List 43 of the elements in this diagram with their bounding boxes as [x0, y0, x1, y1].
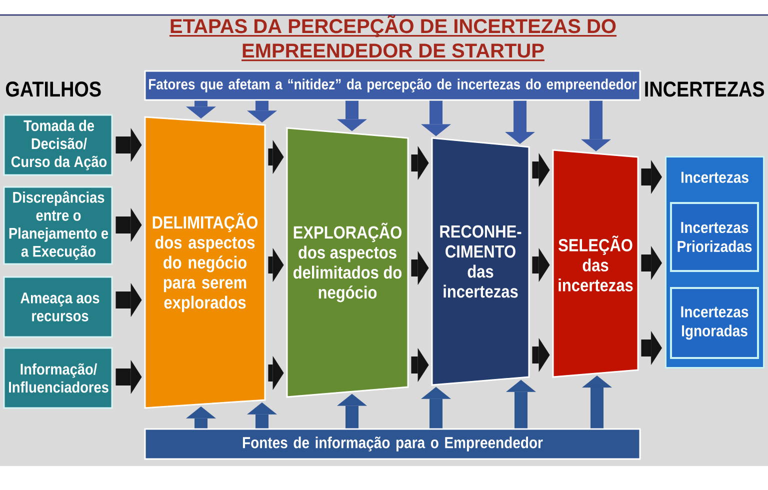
block-arrow	[247, 100, 277, 123]
block-arrow	[421, 386, 451, 428]
block-arrow	[268, 248, 284, 282]
block-arrow	[116, 283, 142, 317]
stage-block: SELEÇÃO das incertezas	[552, 149, 639, 378]
block-arrow	[641, 246, 662, 280]
block-arrow	[186, 100, 216, 119]
block-arrow	[186, 406, 216, 428]
stage-block: DELIMITAÇÃO dos aspectos do negócio para serem explorados	[144, 116, 266, 409]
block-arrow	[268, 356, 284, 390]
block-arrow	[532, 248, 550, 282]
trigger-box: Discrepâncias entre o Planejamento e a Execução	[3, 186, 113, 265]
title: ETAPAS DA PERCEPÇÃO DE INCERTEZAS DO EMPREENDEDOR DE STARTUP	[169, 15, 617, 62]
block-arrow	[505, 100, 535, 144]
block-arrow	[581, 100, 611, 152]
block-arrow	[116, 208, 142, 242]
block-arrow	[506, 380, 536, 428]
block-arrow	[247, 402, 277, 428]
column-heading: GATILHOS	[6, 82, 101, 97]
column-heading: INCERTEZAS	[645, 82, 764, 97]
banner: Fatores que afetam a “nitidez” da percepção de incertezas do empreendedor	[144, 70, 641, 101]
stage-block: EXPLORAÇÃO dos aspectos delimitados do negócio	[286, 127, 409, 398]
block-arrow	[337, 100, 367, 132]
outcome-box: Incertezas Ignoradas	[670, 287, 759, 359]
block-arrow	[411, 348, 429, 382]
trigger-box: Informação/ Influenciadores	[3, 347, 113, 409]
block-arrow	[411, 146, 429, 180]
block-arrow	[421, 100, 451, 136]
block-arrow	[532, 153, 550, 187]
block-arrow	[268, 140, 284, 174]
trigger-box: Tomada de Decisão/ Curso da Ação	[3, 114, 113, 176]
block-arrow	[532, 338, 550, 372]
block-arrow	[641, 160, 662, 194]
outcome-box: Incertezas Priorizadas	[670, 202, 759, 272]
block-arrow	[116, 128, 142, 162]
block-arrow	[411, 251, 429, 285]
block-arrow	[337, 394, 367, 428]
stage-block: RECONHE- CIMENTO das incertezas	[431, 137, 530, 386]
block-arrow	[116, 360, 142, 394]
banner: Fontes de informação para o Empreendedor	[144, 428, 641, 460]
block-arrow	[641, 331, 662, 365]
block-arrow	[582, 376, 612, 428]
trigger-box: Ameaça aos recursos	[3, 276, 113, 338]
